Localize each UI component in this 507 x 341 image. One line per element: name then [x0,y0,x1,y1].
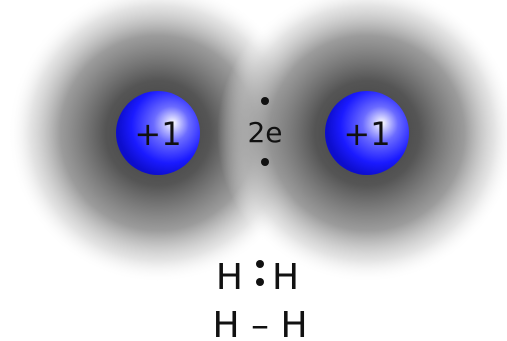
lewis-dot-bottom [256,278,264,286]
lewis-dot-structure: H H [216,257,299,298]
nucleus-right-label: +1 [343,115,390,153]
lewis-dot-right-atom: H [272,257,299,298]
shared-electrons-label: 2e [247,116,282,149]
electron-dot-top [261,97,269,105]
lewis-dot-top [256,260,264,268]
nucleus-left: +1 [116,91,200,175]
nucleus-right: +1 [325,91,409,175]
line-formula: H – H [212,305,307,341]
lewis-dot-left-atom: H [216,257,243,298]
electron-dot-bottom [261,158,269,166]
nucleus-left-label: +1 [134,115,181,153]
nucleus-right-sphere [325,91,409,175]
nucleus-left-sphere [116,91,200,175]
shared-electron-pair: 2e [247,97,283,166]
